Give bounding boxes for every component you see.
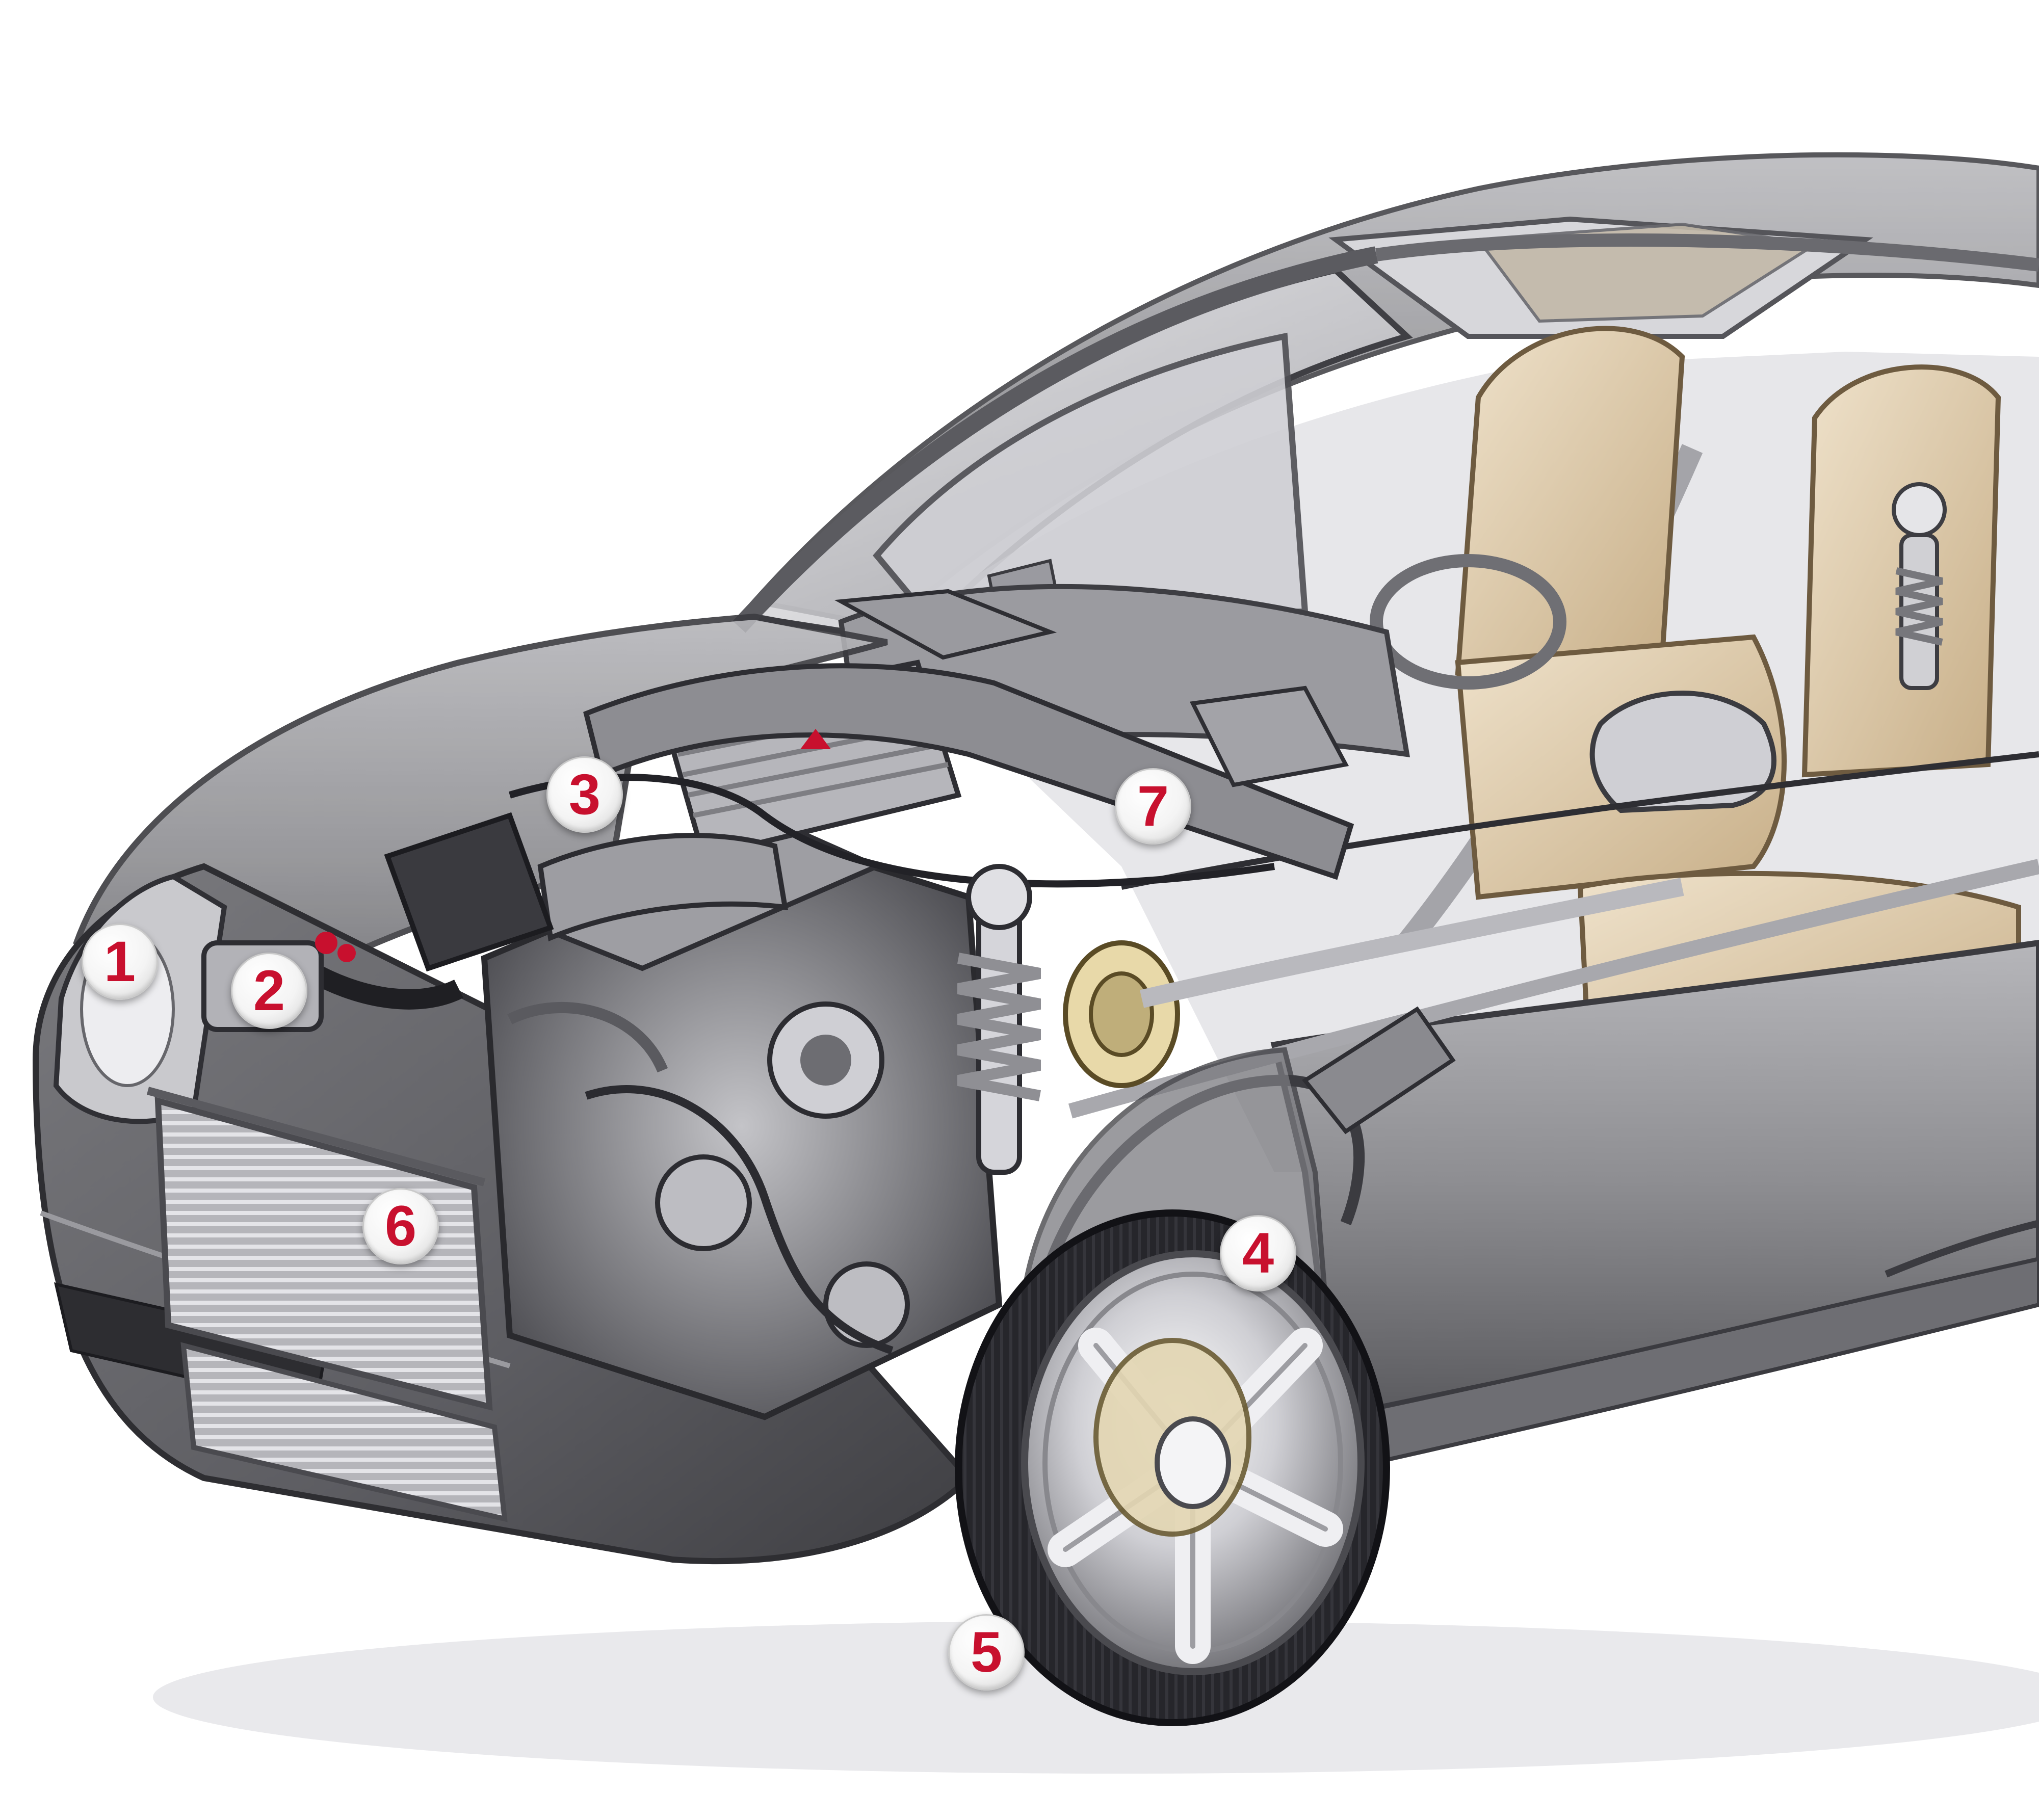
callout-6: 6	[362, 1188, 439, 1264]
callout-2: 2	[231, 953, 307, 1029]
driveshaft	[1139, 878, 1684, 1008]
coolant-hose	[300, 959, 463, 1010]
callout-1: 1	[82, 924, 158, 1000]
callout-7: 7	[1115, 768, 1191, 845]
callout-number: 5	[970, 1620, 1003, 1684]
air-box	[384, 812, 554, 972]
rear-body-edge	[1885, 1220, 2039, 1278]
a-pillar	[733, 246, 1378, 633]
radiator	[146, 1087, 493, 1411]
front-strut-coil-spring	[957, 864, 1041, 1175]
callout-4: 4	[1220, 1215, 1296, 1291]
callout-5: 5	[948, 1614, 1025, 1691]
callout-circle	[82, 924, 158, 1000]
steering-column	[1302, 1006, 1456, 1135]
side-mirror	[1589, 691, 1776, 813]
callout-circle	[231, 953, 307, 1029]
callout-number: 1	[103, 930, 136, 993]
intake-manifold	[537, 833, 789, 942]
callout-3: 3	[546, 756, 623, 833]
condenser	[180, 1342, 508, 1522]
callout-circle	[1220, 1215, 1296, 1291]
brake-line	[1120, 751, 2039, 890]
front-wheel	[955, 1209, 1390, 1726]
pulley-gold	[1063, 940, 1180, 1088]
wiper-motor	[1189, 685, 1349, 787]
callout-number: 3	[568, 762, 601, 826]
rocker-sill	[1332, 1256, 2039, 1470]
front-door-window-frame	[873, 332, 1309, 620]
driver-seat-back	[1455, 326, 1685, 676]
firewall-cowl	[583, 663, 1354, 880]
rear-shock-absorber	[1892, 482, 1947, 690]
callout-circle	[1115, 768, 1191, 845]
sunroof-glass	[1475, 222, 1819, 323]
callout-number: 4	[1242, 1221, 1274, 1285]
harness-loom	[508, 774, 1275, 888]
callout-number: 2	[253, 959, 285, 1022]
steering-wheel	[1370, 554, 1566, 690]
wheel-hub	[1155, 1416, 1231, 1509]
callout-circle	[546, 756, 623, 833]
callout-number: 7	[1137, 774, 1169, 838]
cowl-vent	[834, 589, 1057, 660]
callout-circle	[948, 1614, 1025, 1691]
red-fuse-clip	[800, 729, 831, 749]
callout-number: 6	[384, 1194, 417, 1258]
callout-circle	[362, 1188, 439, 1264]
roof-rail	[1375, 233, 2039, 272]
